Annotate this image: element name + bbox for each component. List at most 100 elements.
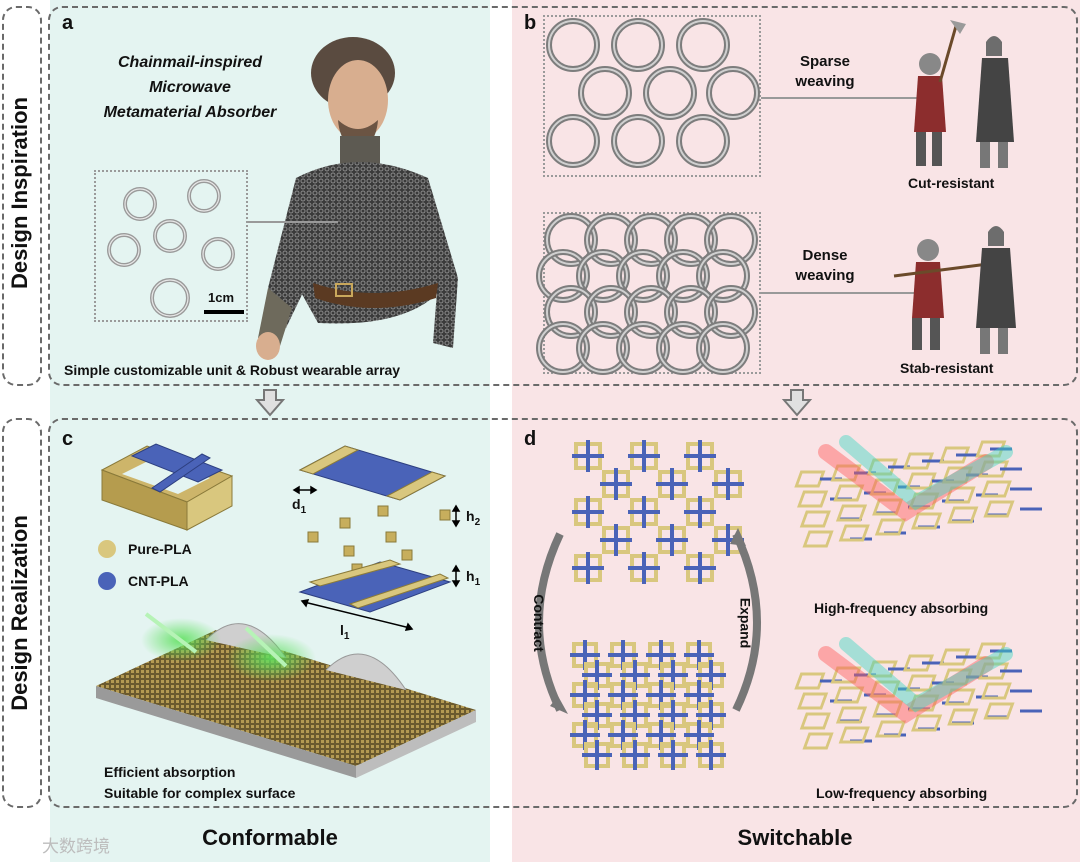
leader-line-sparse [761, 97, 921, 99]
panel-b-letter: b [524, 12, 537, 34]
legend-pure-pla-swatch [98, 540, 116, 558]
dense-line: Dense [802, 247, 848, 264]
dim-d1-main: d [292, 496, 301, 512]
lattice-cell [838, 726, 870, 744]
scale-bar-label: 1cm [208, 290, 235, 305]
expanded-lattice [572, 440, 744, 584]
legend-cnt-pla-swatch [98, 572, 116, 590]
realization-frame [48, 418, 1078, 808]
rings-box [94, 170, 248, 322]
lattice-cell [869, 478, 901, 496]
lattice-cell [983, 702, 1015, 720]
sparse-line: Sparse [799, 53, 851, 70]
dim-d1-label: d1 [292, 496, 306, 516]
dense-weaving-label: Dense weaving [780, 246, 870, 286]
high-frequency-illustration [794, 435, 1042, 548]
panel-c-letter: c [62, 428, 74, 450]
panel-c-caption: Efficient absorption Suitable for comple… [104, 762, 295, 804]
lattice-cell [835, 504, 868, 522]
high-frequency-label: High-frequency absorbing [814, 600, 989, 616]
lattice-cell [944, 688, 976, 706]
lattice-cell [869, 680, 901, 698]
down-arrow-right-icon [781, 389, 813, 417]
lattice-cell [802, 732, 834, 750]
down-arrow-left-icon [254, 389, 286, 417]
watermark: 大数跨境 [42, 837, 110, 857]
conformable-label: Conformable [202, 825, 338, 850]
design-inspiration-tab [2, 6, 42, 386]
lattice-cell [833, 686, 865, 704]
lattice-cell [872, 498, 904, 516]
unit-cell-assembled [100, 443, 234, 531]
panel-c-caption-line: Suitable for complex surface [104, 785, 296, 801]
conformal-surface-illustration [96, 612, 476, 778]
expand-arrow-icon [730, 528, 761, 712]
sparse-weave-rings [546, 18, 760, 168]
conformable-tab: Conformable [50, 816, 490, 860]
legend-pure-pla-label: Pure-PLA [128, 541, 192, 557]
expand-label: Expand [737, 597, 754, 649]
sparse-line: weaving [795, 73, 855, 90]
dim-l1-label: l1 [340, 622, 349, 642]
panel-a-letter: a [62, 12, 74, 34]
switchable-label: Switchable [737, 825, 853, 850]
panel-a-title-line: Microwave [149, 79, 231, 96]
lattice-cell [944, 486, 976, 504]
lattice-cell [983, 500, 1015, 518]
design-inspiration-label: Design Inspiration [7, 97, 32, 289]
lattice-cell [874, 720, 907, 738]
sparse-weaving-label: Sparse weaving [780, 52, 870, 92]
lattice-cell [872, 700, 904, 718]
lattice-cell [838, 524, 870, 542]
lattice-cell [908, 694, 940, 712]
lattice-cell [980, 480, 1012, 498]
lattice-cell [797, 692, 829, 710]
sparse-weave-box [543, 15, 761, 177]
lattice-cell [802, 530, 834, 548]
dim-l1-main: l [340, 622, 344, 638]
design-realization-tab [2, 418, 42, 808]
contract-label: Contract [530, 594, 547, 652]
lattice-cell [874, 518, 907, 536]
leader-line-a [248, 221, 338, 223]
dim-h1-sub: 1 [474, 576, 481, 588]
lattice-cell [799, 510, 831, 528]
low-frequency-illustration [794, 637, 1042, 750]
lattice-cell [980, 682, 1012, 700]
lattice-cell [911, 512, 943, 530]
lattice-cell [947, 506, 979, 524]
lattice-cell [797, 490, 829, 508]
stab-resistant-label: Stab-resistant [900, 360, 994, 376]
dim-h1-main: h [466, 568, 475, 584]
dense-weave-rings [536, 213, 758, 375]
panel-c-caption-line: Efficient absorption [104, 764, 236, 780]
leader-line-dense [761, 292, 921, 294]
panel-a-title: Chainmail-inspired Microwave Metamateria… [70, 50, 310, 125]
contract-arrow-icon [535, 532, 568, 714]
single-rings [107, 179, 235, 318]
dim-l1-sub: 1 [343, 630, 350, 642]
lattice-cell [947, 708, 979, 726]
dim-h2-label: h2 [466, 508, 480, 528]
panel-a-title-line: Metamaterial Absorber [103, 104, 277, 121]
warriors-cut-illustration [914, 20, 1014, 168]
warriors-stab-illustration [893, 226, 1016, 354]
switchable-tab: Switchable [512, 816, 1078, 860]
lattice-cell [911, 714, 943, 732]
lattice-cell [799, 712, 831, 730]
cut-resistant-label: Cut-resistant [908, 175, 995, 191]
panel-a-title-line: Chainmail-inspired [117, 54, 263, 71]
contracted-lattice [570, 640, 726, 770]
dim-h2-main: h [466, 508, 475, 524]
dim-h2-sub: 2 [474, 516, 481, 528]
lattice-cell [908, 492, 940, 510]
inspiration-frame [48, 6, 1078, 386]
knight-illustration [256, 37, 458, 360]
panel-d-letter: d [524, 428, 537, 450]
dimension-arrows [292, 485, 461, 631]
dense-line: weaving [795, 267, 855, 284]
lattice-cell [835, 706, 868, 724]
scale-bar [204, 310, 244, 314]
lattice-cell [833, 484, 865, 502]
panel-a-caption: Simple customizable unit & Robust wearab… [64, 362, 401, 378]
